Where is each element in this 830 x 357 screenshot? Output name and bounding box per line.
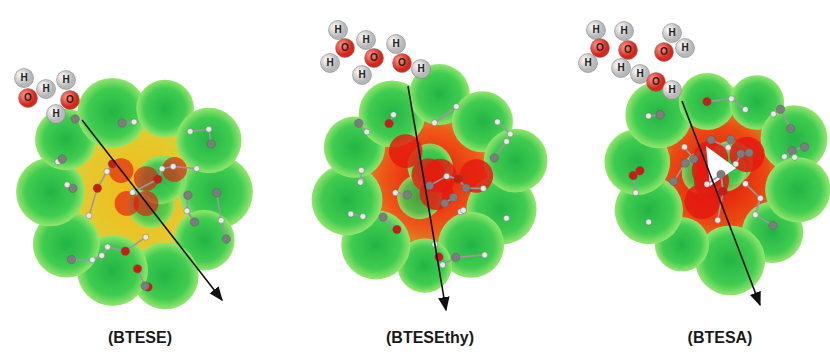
potential-surface	[16, 78, 253, 309]
approach-arrow	[408, 86, 446, 310]
atom-sphere	[663, 81, 682, 100]
molecule-caption: (BTESE)	[108, 329, 172, 347]
potential-surface	[604, 73, 830, 295]
atom-label: H	[47, 105, 65, 123]
atom-sphere	[47, 105, 66, 124]
atom-label: O	[647, 73, 665, 91]
atom-label: O	[61, 91, 79, 109]
atom-sphere	[663, 24, 682, 43]
atom-label: O	[655, 43, 673, 61]
atom-label: H	[631, 65, 649, 83]
atom-sphere	[15, 69, 34, 88]
atom-sphere	[655, 43, 674, 62]
atom-sphere	[612, 59, 631, 78]
atom-sphere	[57, 71, 76, 90]
atom-sphere	[676, 39, 695, 58]
atom-label: O	[591, 39, 609, 57]
molecule-caption: (BTESEthy)	[386, 329, 474, 347]
atom-label: O	[365, 49, 383, 67]
atom-label: H	[57, 71, 75, 89]
atom-label: H	[587, 21, 605, 39]
atom-sphere	[412, 60, 431, 79]
atom-sphere	[61, 91, 80, 110]
atom-label: O	[393, 54, 411, 72]
atom-label: H	[612, 59, 630, 77]
atom-label: H	[15, 69, 33, 87]
approach-arrow	[82, 120, 222, 300]
potential-surface	[312, 64, 548, 293]
atom-sphere	[37, 80, 56, 99]
atom-label: H	[663, 81, 681, 99]
atom-label: H	[387, 35, 405, 53]
atom-sphere	[619, 41, 638, 60]
atom-sphere	[353, 66, 372, 85]
atom-sphere	[615, 22, 634, 41]
atom-label: O	[336, 39, 354, 57]
approach-arrow	[682, 101, 760, 305]
atom-label: H	[663, 24, 681, 42]
atom-sphere	[321, 54, 340, 73]
atom-sphere	[357, 31, 376, 50]
atom-label: O	[19, 89, 37, 107]
atom-label: H	[615, 22, 633, 40]
molecule-caption: (BTESA)	[688, 329, 753, 347]
atom-sphere	[365, 49, 384, 68]
atom-label: H	[412, 60, 430, 78]
atom-sphere	[336, 39, 355, 58]
atom-label: O	[619, 41, 637, 59]
atom-sphere	[587, 21, 606, 40]
atom-label: H	[353, 66, 371, 84]
atom-label: H	[329, 21, 347, 39]
atom-label: H	[579, 54, 597, 72]
atom-label: H	[321, 54, 339, 72]
atom-sphere	[387, 35, 406, 54]
atom-label: H	[676, 39, 694, 57]
atom-sphere	[329, 21, 348, 40]
atom-sphere	[579, 54, 598, 73]
atom-sphere	[393, 54, 412, 73]
atom-label: H	[37, 80, 55, 98]
atom-label: H	[357, 31, 375, 49]
atom-sphere	[591, 39, 610, 58]
atom-sphere	[19, 89, 38, 108]
